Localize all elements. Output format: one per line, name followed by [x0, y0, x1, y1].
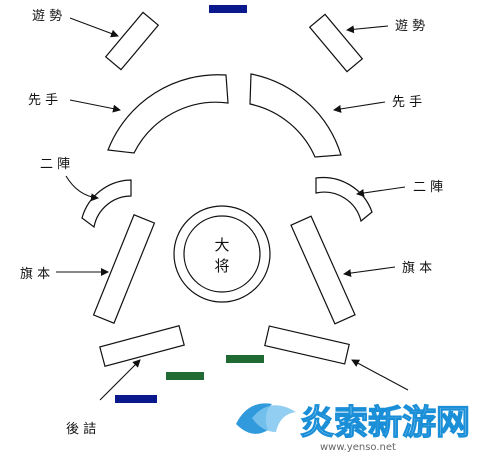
- yugei-left-label: 遊 勢: [32, 9, 62, 24]
- nijin-left-arc: [81, 179, 132, 229]
- sente-right-arc: [249, 73, 342, 158]
- arrow-sente-left: [69, 99, 121, 113]
- leader-arrows: [56, 17, 409, 401]
- sente-left-arc: [107, 74, 229, 154]
- rear-navy-bar: [115, 395, 157, 403]
- yugei-right-unit: [308, 13, 364, 73]
- watermark-brand: 炎索新游网: [300, 403, 470, 443]
- taisho-label-2: 将: [214, 257, 229, 275]
- watermark-logo-icon: [236, 403, 296, 434]
- hatamoto-right-label: 旗 本: [402, 260, 432, 276]
- rear-green-bar-right: [226, 355, 264, 363]
- sente-left-label: 先 手: [28, 93, 58, 108]
- nijin-right-label: 二 陣: [413, 180, 443, 195]
- atozume-right-unit: [264, 325, 350, 365]
- yugei-left-unit: [104, 11, 160, 71]
- arrow-atozume: [99, 359, 141, 401]
- atozume-label: 後 詰: [66, 421, 96, 437]
- arrow-rear-right: [351, 359, 409, 391]
- taisho-inner-ring: [183, 215, 261, 293]
- atozume-left-unit: [99, 324, 185, 368]
- arrow-hatamoto-right: [343, 266, 396, 278]
- watermark: 炎索新游网 www.yenso.net: [236, 402, 471, 453]
- arrow-sente-right: [333, 101, 386, 113]
- arrow-nijin-left: [65, 175, 99, 202]
- top-navy-bar: [209, 5, 247, 13]
- arrow-nijin-right: [356, 186, 406, 197]
- rear-green-bar-left: [166, 372, 204, 380]
- watermark-url: www.yenso.net: [320, 442, 396, 453]
- arrow-yugei-right: [346, 25, 389, 34]
- hatamoto-left-label: 旗 本: [20, 266, 50, 282]
- sente-right-label: 先 手: [392, 95, 422, 110]
- taisho-label-1: 大: [214, 236, 229, 254]
- nijin-left-label: 二 陣: [40, 157, 70, 172]
- yugei-right-label: 遊 勢: [395, 19, 425, 34]
- nijin-right-arc: [315, 176, 373, 223]
- hatamoto-right-unit: [290, 215, 356, 325]
- hatamoto-left-unit: [92, 214, 156, 324]
- arrow-yugei-left: [69, 17, 119, 38]
